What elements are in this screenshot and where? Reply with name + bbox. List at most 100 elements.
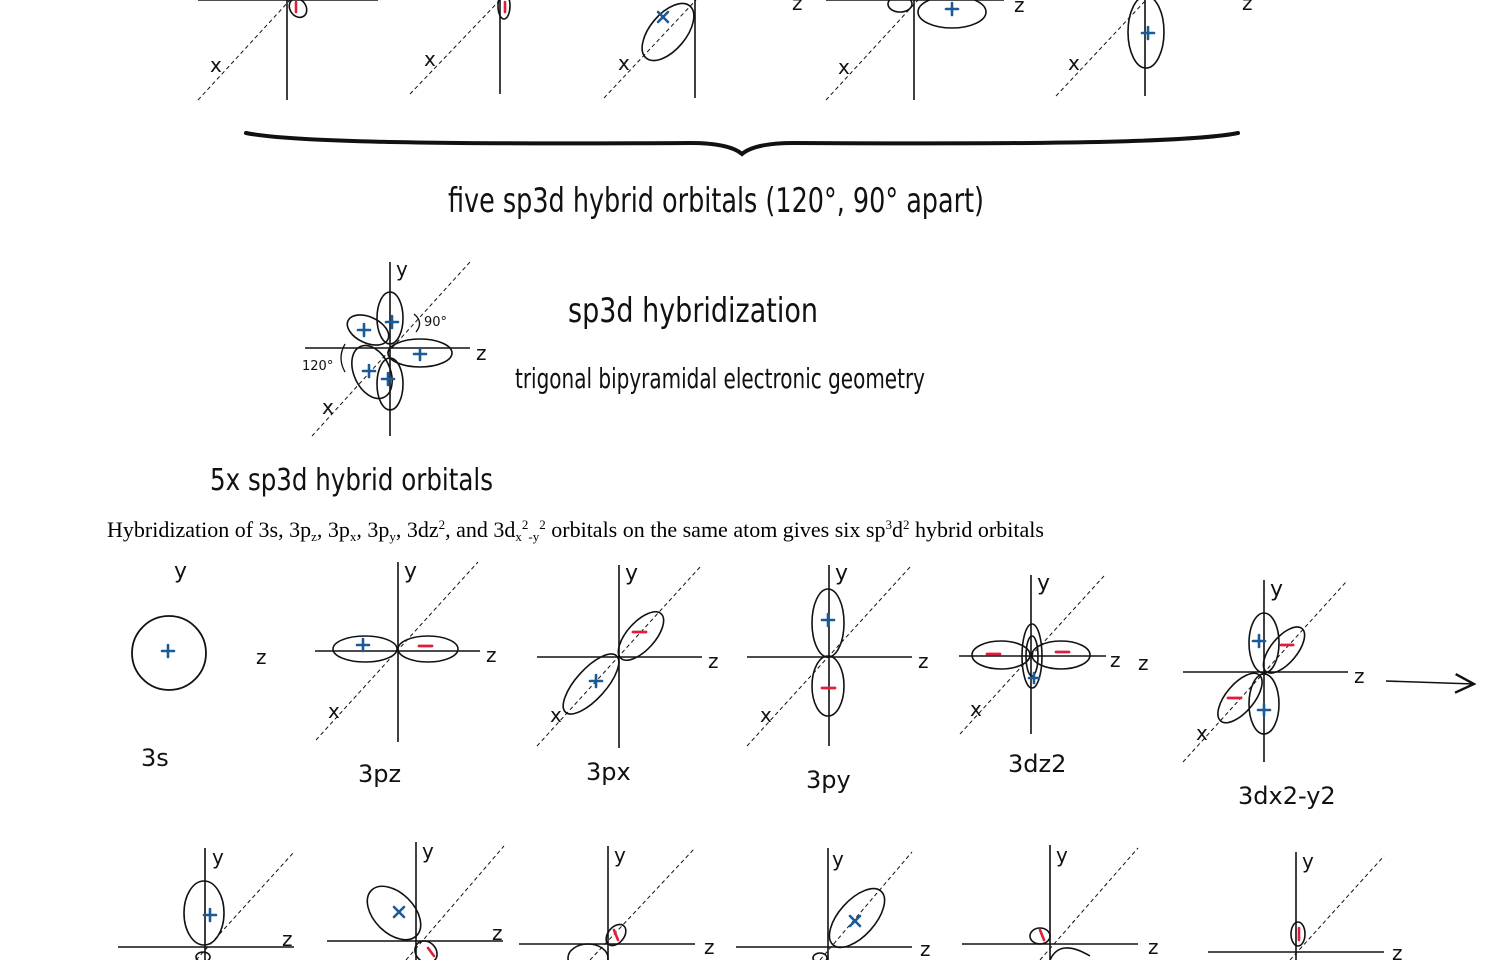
hybridization-arrow (1385, 681, 1474, 684)
plus-sign (848, 914, 862, 928)
plus-sign (384, 314, 400, 330)
axis-z: z (282, 927, 293, 951)
curly-brace (244, 131, 1240, 157)
sp3d2-orbital-5 (962, 845, 1139, 960)
axis-z: z (1354, 664, 1365, 688)
orbital-3px: y z x 3px (536, 561, 719, 786)
axis-z: z (1242, 0, 1253, 15)
axis-x: x (1196, 721, 1208, 745)
plus-sign (1140, 25, 1156, 41)
plus-sign (1027, 671, 1041, 685)
plus-sign (392, 905, 406, 919)
axis-z: z (792, 0, 803, 15)
plus-sign (588, 673, 604, 689)
sp3d-orbital-3 (603, 0, 697, 99)
bottom-row-signs (202, 905, 1301, 958)
top-row (197, 0, 1165, 101)
orbital-label: 3py (806, 766, 851, 794)
bottom-row-axis-labels: y y y y y y z z z z z z (212, 839, 1403, 960)
axis-z: z (708, 649, 719, 673)
sp3d2-orbital-1 (118, 848, 295, 960)
axis-z: z (1392, 941, 1403, 960)
axis-z: z (1014, 0, 1025, 17)
top-row-signs (294, 0, 1156, 41)
orbital-3dz2: y z z x 3dz2 (959, 571, 1149, 778)
axis-y: y (174, 559, 187, 584)
axis-z: z (486, 643, 497, 667)
summary-labels: y z x 90° 120° (302, 257, 487, 419)
orbital-label: 3px (586, 758, 631, 786)
plus-sign (361, 363, 377, 379)
axis-z: z (476, 341, 487, 365)
axis-y: y (396, 257, 408, 281)
axis-z: z (704, 935, 715, 959)
sp3d-orbital-4 (825, 0, 1004, 101)
orbital-label: 3dx2-y2 (1238, 782, 1336, 810)
plus-sign (202, 907, 218, 923)
angle-120-label: 120° (302, 359, 333, 374)
orbital-3py: y z x 3py (746, 561, 929, 794)
hybrid-count-label: 5x sp3d hybrid orbitals (210, 463, 493, 498)
geometry-subtitle: trigonal bipyramidal electronic geometry (515, 362, 925, 395)
axis-x: x (970, 697, 982, 721)
orbital-3pz: y z x 3pz (315, 559, 497, 788)
axis-x: x (1068, 51, 1080, 75)
hybridization-title: sp3d hybridization (568, 291, 818, 331)
brace-label: five sp3d hybrid orbitals (120°, 90° apa… (448, 181, 984, 221)
axis-y: y (212, 845, 224, 869)
sp3d2-orbital-2 (327, 842, 505, 960)
orbital-label: 3pz (358, 760, 401, 788)
sp3d-orbital-2 (409, 0, 511, 95)
plus-sign (656, 10, 670, 24)
axis-x: x (760, 703, 772, 727)
axis-z: z (1138, 651, 1149, 675)
axis-y: y (422, 839, 434, 863)
orbital-3s: y z 3s (131, 559, 267, 772)
sp3d-orbital-1 (197, 0, 378, 101)
axis-x: x (424, 47, 436, 71)
axis-x: x (210, 53, 222, 77)
plus-sign (1251, 633, 1267, 649)
axis-y: y (404, 559, 417, 584)
axis-y: y (614, 843, 626, 867)
axis-x: x (322, 395, 334, 419)
trigonal-bipyramidal-figure (305, 261, 471, 437)
plus-sign (160, 643, 176, 659)
axis-z: z (1110, 648, 1121, 672)
sp3d-orbital-5 (1055, 0, 1165, 97)
plus-sign (356, 322, 372, 338)
axis-y: y (1270, 577, 1283, 602)
axis-x: x (838, 55, 850, 79)
orbital-3dx2-y2: y z x 3dx2-y2 (1182, 577, 1365, 810)
plus-sign (820, 612, 836, 628)
axis-y: y (835, 561, 848, 586)
plus-sign (944, 1, 960, 17)
sp3d2-orbital-4 (736, 848, 913, 960)
bottom-row (118, 842, 1385, 960)
sp3d2-orbital-3 (519, 846, 696, 960)
sp3d2-orbital-6 (1208, 852, 1385, 960)
axis-x: x (550, 703, 562, 727)
axis-y: y (1037, 571, 1050, 596)
orbital-label: 3dz2 (1008, 750, 1066, 778)
axis-y: y (832, 847, 844, 871)
summary-signs (356, 314, 428, 387)
axis-z: z (920, 937, 931, 960)
top-row-axis-labels: x x x x x z z z (210, 0, 1253, 79)
axis-z: z (1148, 935, 1159, 959)
axis-y: y (1302, 849, 1314, 873)
angle-90-label: 90° (424, 315, 447, 330)
axis-x: x (618, 51, 630, 75)
axis-y: y (625, 561, 638, 586)
plus-sign (1256, 702, 1272, 718)
axis-z: z (918, 649, 929, 673)
axis-y: y (1056, 843, 1068, 867)
axis-z: z (492, 921, 503, 945)
plus-sign (412, 346, 428, 362)
hybridization-caption: Hybridization of 3s, 3pz, 3px, 3py, 3dz2… (107, 517, 1044, 544)
plus-sign (380, 371, 396, 387)
orbital-label: 3s (141, 744, 169, 772)
plus-sign (355, 637, 371, 653)
axis-z: z (256, 645, 267, 669)
